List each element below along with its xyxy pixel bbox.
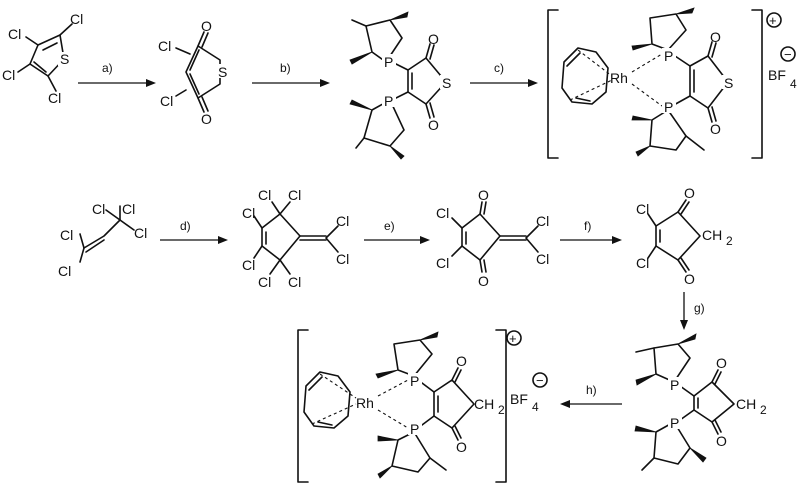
step-label-b: b) (280, 61, 291, 75)
step-label-f: f) (584, 219, 591, 233)
ch2-label: CH (702, 227, 722, 243)
oxygen-label: O (716, 433, 727, 449)
ch2-subscript: 2 (498, 403, 505, 417)
oxygen-label: O (201, 18, 212, 34)
chlorine-label: Cl (336, 251, 349, 267)
oxygen-label: O (710, 29, 721, 45)
step-label-h: h) (586, 383, 597, 397)
ch2-label: CH (474, 396, 494, 412)
oxygen-label: O (684, 271, 695, 287)
minus-charge-icon (532, 372, 548, 388)
minus-charge-icon (780, 46, 796, 62)
oxygen-label: O (716, 355, 727, 371)
chlorine-label: Cl (48, 90, 61, 106)
oxygen-label: O (478, 273, 489, 289)
chlorine-label: Cl (92, 201, 105, 217)
minus-charge: − (536, 373, 544, 388)
step-label-g: g) (694, 301, 705, 315)
chlorine-label: Cl (536, 251, 549, 267)
chlorine-label: Cl (122, 201, 135, 217)
step-label-e: e) (384, 219, 395, 233)
ch2-subscript: 2 (760, 403, 767, 417)
tetrachlorothiophene: S Cl Cl Cl Cl (2, 11, 83, 106)
octachloro-methylenecyclopentene: Cl Cl Cl Cl Cl Cl Cl Cl (242, 187, 349, 290)
phosphorus-label: P (664, 99, 673, 115)
chlorine-label: Cl (536, 213, 549, 229)
chlorine-label: Cl (242, 205, 255, 221)
chlorine-label: Cl (436, 255, 449, 271)
ch2-subscript: 2 (726, 234, 733, 248)
pentachloropropene: Cl Cl Cl Cl Cl (58, 201, 147, 279)
reaction-arrow-d: d) (160, 219, 228, 244)
chlorine-label: Cl (134, 225, 147, 241)
phosphorus-label: P (670, 377, 679, 393)
chlorine-label: Cl (160, 93, 173, 109)
chlorine-label: Cl (436, 205, 449, 221)
phosphorus-label: P (384, 54, 393, 70)
oxygen-label: O (428, 117, 439, 133)
chlorine-label: Cl (288, 274, 301, 290)
sulfur-label: S (442, 75, 451, 91)
reaction-arrow-a: a) (78, 61, 156, 87)
bisphospholane-thioanhydride: P P S O O (349, 11, 454, 160)
phosphorus-label: P (670, 415, 679, 431)
sulfur-label: S (724, 75, 733, 91)
step-label-a: a) (102, 61, 113, 75)
chlorine-label: Cl (258, 274, 271, 290)
phosphorus-label: P (664, 48, 673, 64)
chlorine-label: Cl (636, 255, 649, 271)
oxygen-label: O (710, 121, 721, 137)
phosphorus-label: P (410, 421, 419, 437)
bisphospholane-cyclopentenedione: P P O O CH 2 (634, 333, 767, 471)
bf4-subscript: 4 (790, 77, 797, 91)
bf4-label: BF (768, 67, 786, 83)
chlorine-label: Cl (288, 187, 301, 203)
rhodium-label: Rh (610, 70, 628, 86)
plus-charge: + (509, 331, 517, 346)
reaction-arrow-g: g) (680, 292, 705, 330)
sulfur-label: S (60, 51, 69, 67)
bf4-label: BF (510, 391, 528, 407)
oxygen-label: O (201, 111, 212, 127)
sulfur-label: S (218, 64, 227, 80)
phosphorus-label: P (410, 373, 419, 389)
chlorine-label: Cl (70, 11, 83, 27)
dichloro-cyclopentenedione: O O Cl Cl CH 2 (636, 185, 733, 287)
chlorine-label: Cl (8, 26, 21, 42)
step-label-d: d) (180, 219, 191, 233)
step-label-c: c) (494, 61, 504, 75)
oxygen-label: O (428, 31, 439, 47)
plus-charge-icon (766, 12, 782, 28)
plus-charge-icon (506, 330, 522, 346)
oxygen-label: O (456, 353, 467, 369)
chlorine-label: Cl (636, 201, 649, 217)
rhodium-label: Rh (356, 395, 374, 411)
rhodium-complex-dione: Rh P P O O CH 2 + BF 4 − (297, 329, 548, 483)
chlorine-label: Cl (60, 227, 73, 243)
chlorine-label: Cl (336, 213, 349, 229)
bf4-subscript: 4 (532, 400, 539, 414)
chlorine-label: Cl (2, 67, 15, 83)
ch2-label: CH (736, 396, 756, 412)
reaction-arrow-e: e) (364, 219, 430, 244)
phosphorus-label: P (384, 93, 393, 109)
rhodium-complex-thio: Rh P P S O O + BF 4 − (547, 7, 797, 159)
dichloromaleic-thioanhydride: S O O Cl Cl (158, 18, 230, 127)
reaction-arrow-f: f) (560, 219, 622, 244)
reaction-arrow-c: c) (470, 61, 538, 87)
reaction-arrow-b: b) (252, 61, 330, 87)
chlorine-label: Cl (258, 187, 271, 203)
chlorine-label: Cl (58, 263, 71, 279)
dichloromethylene-cyclopentenedione: O O Cl Cl Cl Cl (436, 187, 549, 289)
chlorine-label: Cl (158, 38, 171, 54)
oxygen-label: O (478, 187, 489, 203)
oxygen-label: O (456, 439, 467, 455)
plus-charge: + (769, 13, 777, 28)
minus-charge: − (784, 47, 792, 62)
reaction-arrow-h: h) (560, 383, 622, 408)
oxygen-label: O (684, 185, 695, 201)
chlorine-label: Cl (242, 257, 255, 273)
